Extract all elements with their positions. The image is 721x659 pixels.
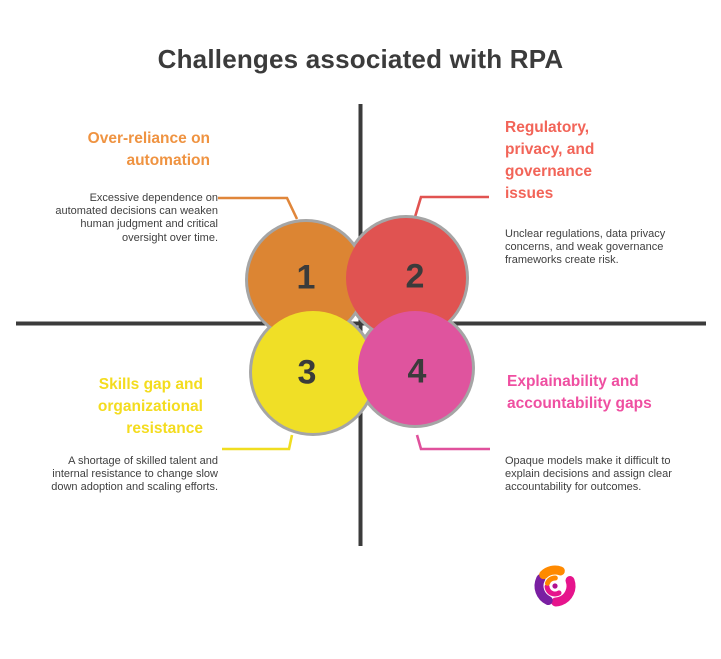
description-regulatory: Unclear regulations, data privacy concer… <box>505 228 666 267</box>
description-over-reliance: Excessive dependence on automated decisi… <box>55 192 218 244</box>
circle-number-3: 3 <box>297 353 317 392</box>
heading-explainability: Explainability and accountability gaps <box>507 373 652 412</box>
page-title: Challenges associated with RPA <box>157 44 564 74</box>
brand-swirl-logo <box>534 565 576 607</box>
venn-circle-4 <box>358 311 472 425</box>
description-explainability: Opaque models make it difficult to expla… <box>505 455 672 494</box>
venn-circle-3 <box>252 311 374 433</box>
connector-line-3 <box>222 434 294 451</box>
connector-line-2 <box>413 195 489 218</box>
circle-number-2: 2 <box>405 257 425 296</box>
heading-regulatory: Regulatory, privacy, and governance issu… <box>505 119 595 202</box>
circle-number-4: 4 <box>407 352 427 391</box>
heading-over-reliance: Over-reliance on automation <box>87 130 210 169</box>
heading-skills-gap: Skills gap and organizational resistance <box>97 376 203 437</box>
connector-line-1 <box>218 196 299 220</box>
circle-number-1: 1 <box>296 258 316 297</box>
connector-line-4 <box>415 434 490 451</box>
description-skills-gap: A shortage of skilled talent and interna… <box>51 455 218 494</box>
